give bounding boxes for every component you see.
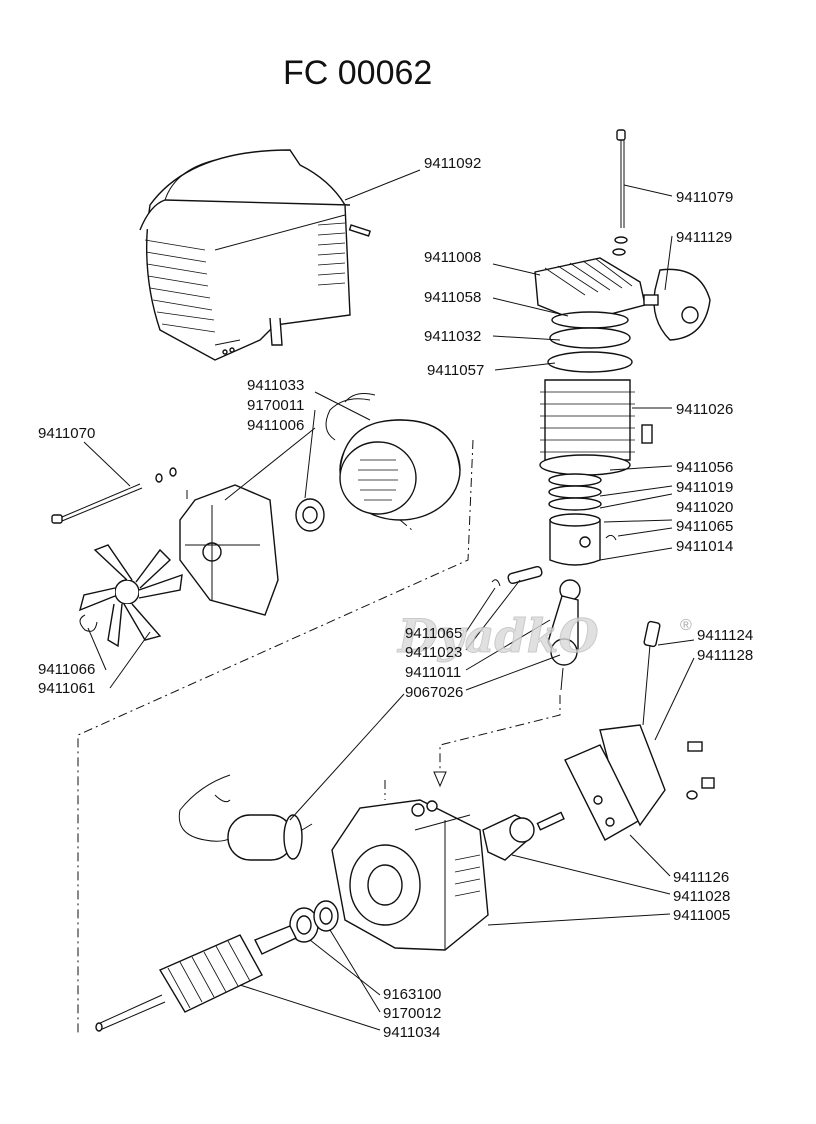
part-label: 9411033	[247, 377, 304, 394]
part-label: 9411129	[676, 229, 732, 246]
part-label: 9411023	[405, 644, 462, 661]
part-label: 9411070	[38, 425, 95, 442]
part-label: 9411032	[424, 328, 481, 345]
cylinder-head-drawing	[491, 129, 711, 691]
part-label: 9163100	[383, 986, 441, 1003]
assembly-dashed-lines	[77, 439, 561, 1035]
part-label: 9170011	[247, 397, 304, 414]
part-label: 9411006	[247, 417, 304, 434]
part-label: 9411092	[424, 155, 481, 172]
part-label: 9067026	[405, 684, 463, 701]
part-label: 9411058	[424, 289, 481, 306]
part-label: 9411061	[38, 680, 95, 697]
leader-lines	[83, 169, 695, 1031]
part-label: 9411065	[405, 625, 462, 642]
svg-text:®: ®	[680, 617, 692, 634]
diagram-title: FC 00062	[283, 54, 432, 92]
part-label: 9411034	[383, 1024, 440, 1041]
part-number-labels: 9411092 9411079 9411129 9411008 9411058 …	[38, 155, 753, 1041]
part-label: 9411124	[697, 627, 753, 644]
part-label: 9170012	[383, 1005, 441, 1022]
part-label: 9411079	[676, 189, 733, 206]
part-label: 9411011	[405, 664, 461, 681]
part-label: 9411056	[676, 459, 733, 476]
part-label: 9411020	[676, 499, 733, 516]
part-label: 9411128	[697, 647, 753, 664]
part-label: 9411005	[673, 907, 730, 924]
part-label: 9411065	[676, 518, 733, 535]
crankcase-and-rotor-drawing	[95, 620, 715, 1032]
svg-text:DyadkO: DyadkO	[396, 609, 599, 663]
fan-and-stator-drawing	[51, 393, 461, 648]
part-label: 9411019	[676, 479, 733, 496]
part-label: 9411066	[38, 661, 95, 678]
watermark-logo: DyadkO ®	[396, 609, 693, 664]
part-label: 9411126	[673, 869, 729, 886]
part-label: 9411057	[427, 362, 484, 379]
part-label: 9411028	[673, 888, 730, 905]
part-label: 9411014	[676, 538, 733, 555]
part-label: 9411026	[676, 401, 733, 418]
part-label: 9411008	[424, 249, 481, 266]
cover-shroud-drawing	[139, 149, 372, 361]
